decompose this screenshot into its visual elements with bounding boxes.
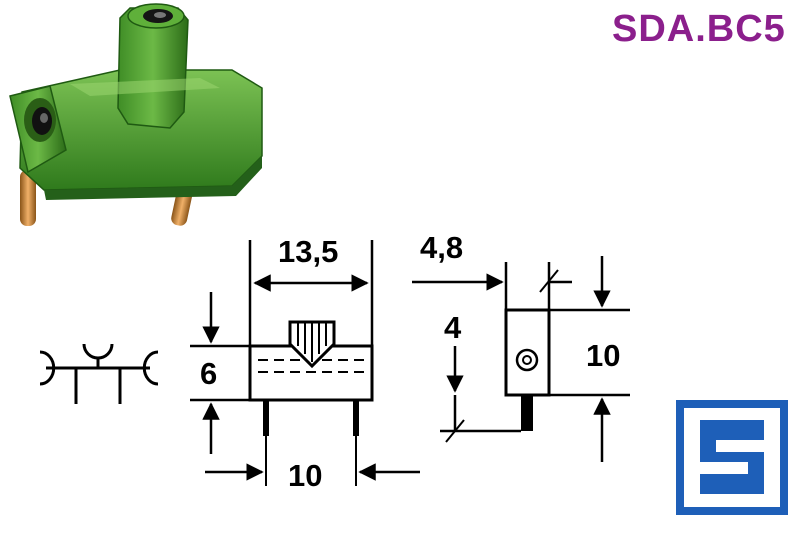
green-test-socket-photo: [9, 3, 263, 226]
dimension-height: 10: [586, 338, 620, 373]
dimension-depth: 4,8: [420, 230, 463, 265]
manufacturer-s-logo-icon: [676, 400, 788, 515]
side-view-drawing: [412, 256, 630, 462]
socket-schematic-symbol-icon: [39, 343, 159, 404]
dimension-pin-spacing: 10: [288, 458, 322, 493]
dimension-width: 13,5: [278, 234, 338, 269]
dimension-lower-height: 6: [200, 356, 217, 391]
dimension-upper-height: 4: [444, 310, 462, 345]
product-code: SDA.BC5: [612, 8, 786, 50]
front-view-drawing: [190, 240, 420, 486]
